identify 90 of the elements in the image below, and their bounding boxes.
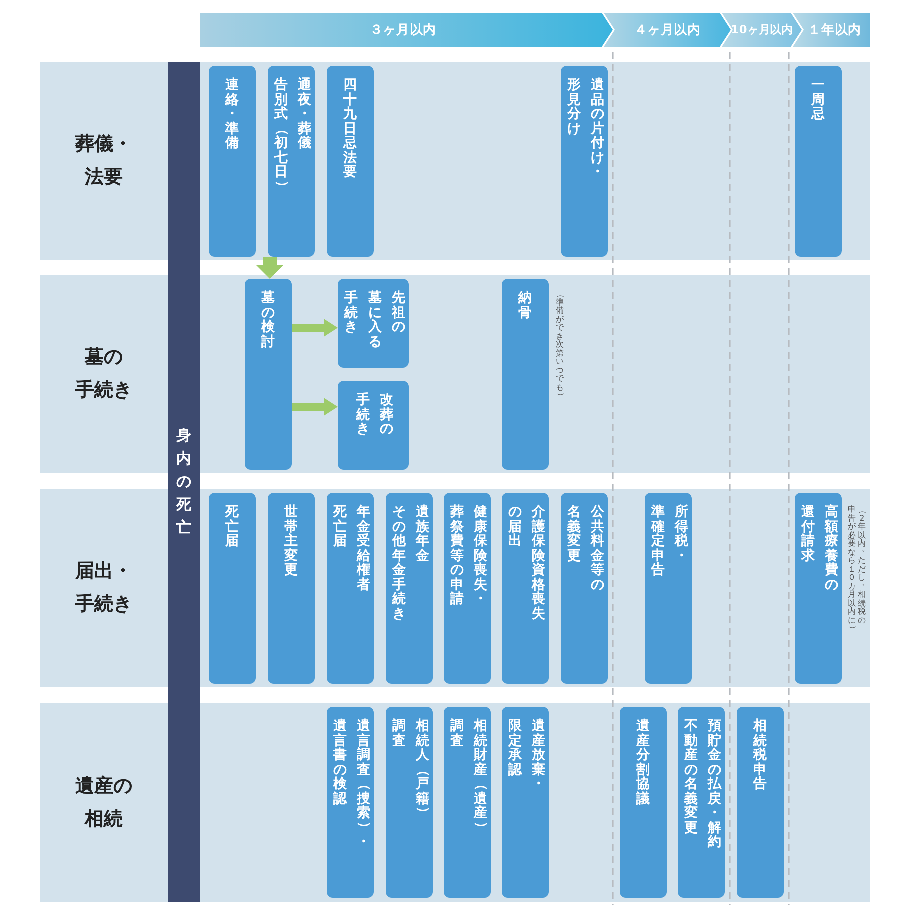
task-box: [444, 493, 491, 684]
task-label: 公共料金等の: [590, 505, 606, 592]
task-label: 手続き: [355, 393, 370, 436]
task-label: 遺族年金: [414, 505, 430, 563]
period-label: ４ヶ月以内: [634, 22, 701, 39]
task-label: 遺産放棄・: [530, 719, 546, 792]
task-box: [338, 279, 409, 368]
task-box: [209, 493, 256, 684]
arrow: [292, 398, 338, 416]
task-box: [338, 381, 409, 470]
task-label: 遺言調査（捜索）・: [355, 719, 372, 850]
task-label: 限定承認: [507, 719, 522, 777]
task-box: [327, 707, 374, 898]
task-label: 連絡・準備: [226, 78, 240, 150]
task-box: [502, 707, 549, 898]
task-label: 相続税申告: [754, 719, 768, 792]
period-band: [722, 13, 802, 47]
task-box: [327, 493, 374, 684]
task-label: その他年金手続き: [391, 505, 406, 621]
task-label: 四十九日忌法要: [344, 78, 358, 180]
row-label: 墓の手続き: [76, 344, 132, 403]
task-label: 形見分け: [566, 78, 582, 136]
task-label: 死亡届: [226, 505, 240, 548]
task-label: 不動産の名義変更: [683, 719, 698, 835]
side-note: （2年以内。ただし、相続税の: [857, 506, 866, 625]
task-label: 年金受給権者: [356, 505, 372, 592]
task-box: [444, 707, 491, 898]
task-box: [386, 707, 433, 898]
task-label: 所得税・: [674, 505, 690, 563]
timeline-label: 身内の死亡: [176, 426, 192, 538]
period-label: １年以内: [808, 22, 862, 39]
task-label: 墓の検討: [262, 291, 276, 349]
period-label: 10ヶ月以内: [731, 22, 793, 38]
row-band: [40, 703, 870, 902]
task-box: [795, 493, 842, 684]
task-label: 介護保険資格喪失: [530, 505, 546, 621]
task-box: [645, 493, 692, 684]
task-label: 先祖の: [390, 291, 406, 334]
task-label: 相続財産（遺産）: [472, 719, 488, 835]
task-label: 準確定申告: [650, 505, 666, 578]
task-label: の届出: [507, 505, 522, 548]
task-box: [620, 707, 667, 898]
task-label: 高額療養費の: [824, 505, 840, 592]
timeline-bar: [168, 62, 200, 902]
row-label: 遺産の相続: [76, 773, 132, 832]
task-label: 遺品の片付け・: [590, 78, 606, 180]
task-box: [502, 493, 549, 684]
task-label: 預貯金の払戻・解約: [706, 719, 722, 850]
task-label: 葬祭費等の申請: [449, 505, 464, 606]
task-label: 健康保険喪失・: [472, 505, 488, 606]
arrow: [292, 319, 338, 337]
task-label: 手続き: [343, 291, 359, 334]
task-label: 相続人（戸籍）: [414, 719, 430, 820]
task-box: [561, 493, 608, 684]
row-label: 葬儀・法要: [76, 132, 132, 190]
task-box: [737, 707, 784, 898]
task-label: 還付請求: [800, 505, 816, 563]
side-note: 申告が必要なら１０カ月以内に）: [847, 506, 856, 634]
task-label: 名義変更: [566, 505, 582, 563]
period-band: [793, 13, 870, 47]
task-label: 納骨: [518, 291, 532, 320]
task-box: [502, 279, 549, 470]
row-band: [40, 62, 870, 260]
row-band: [40, 489, 870, 687]
task-box: [327, 66, 374, 257]
task-box: [795, 66, 842, 257]
task-box: [245, 279, 292, 470]
row-band: [40, 275, 870, 473]
side-note: （準備ができ次第いつでも）: [556, 290, 564, 400]
task-label: 告別式（初七日）: [272, 78, 288, 194]
task-label: 遺産分割協議: [636, 719, 650, 806]
task-label: 死亡届: [332, 505, 348, 548]
task-box: [386, 493, 433, 684]
arrow: [256, 257, 284, 279]
period-band: [604, 13, 731, 47]
task-box: [678, 707, 725, 898]
period-label: ３ヶ月以内: [370, 22, 436, 39]
task-box: [268, 66, 315, 257]
task-label: 遺言書の検認: [332, 719, 348, 806]
task-label: 調査: [450, 719, 464, 748]
task-box: [268, 493, 315, 684]
row-label: 届出・手続き: [76, 558, 132, 617]
task-label: 改葬の: [379, 393, 394, 436]
task-label: 世帯主変更: [284, 505, 298, 578]
task-label: 通夜・葬儀: [296, 78, 312, 150]
task-label: 墓に入る: [367, 291, 382, 349]
task-label: 一周忌: [812, 78, 826, 122]
task-box: [209, 66, 256, 257]
task-label: 調査: [392, 719, 406, 748]
task-box: [561, 66, 608, 257]
